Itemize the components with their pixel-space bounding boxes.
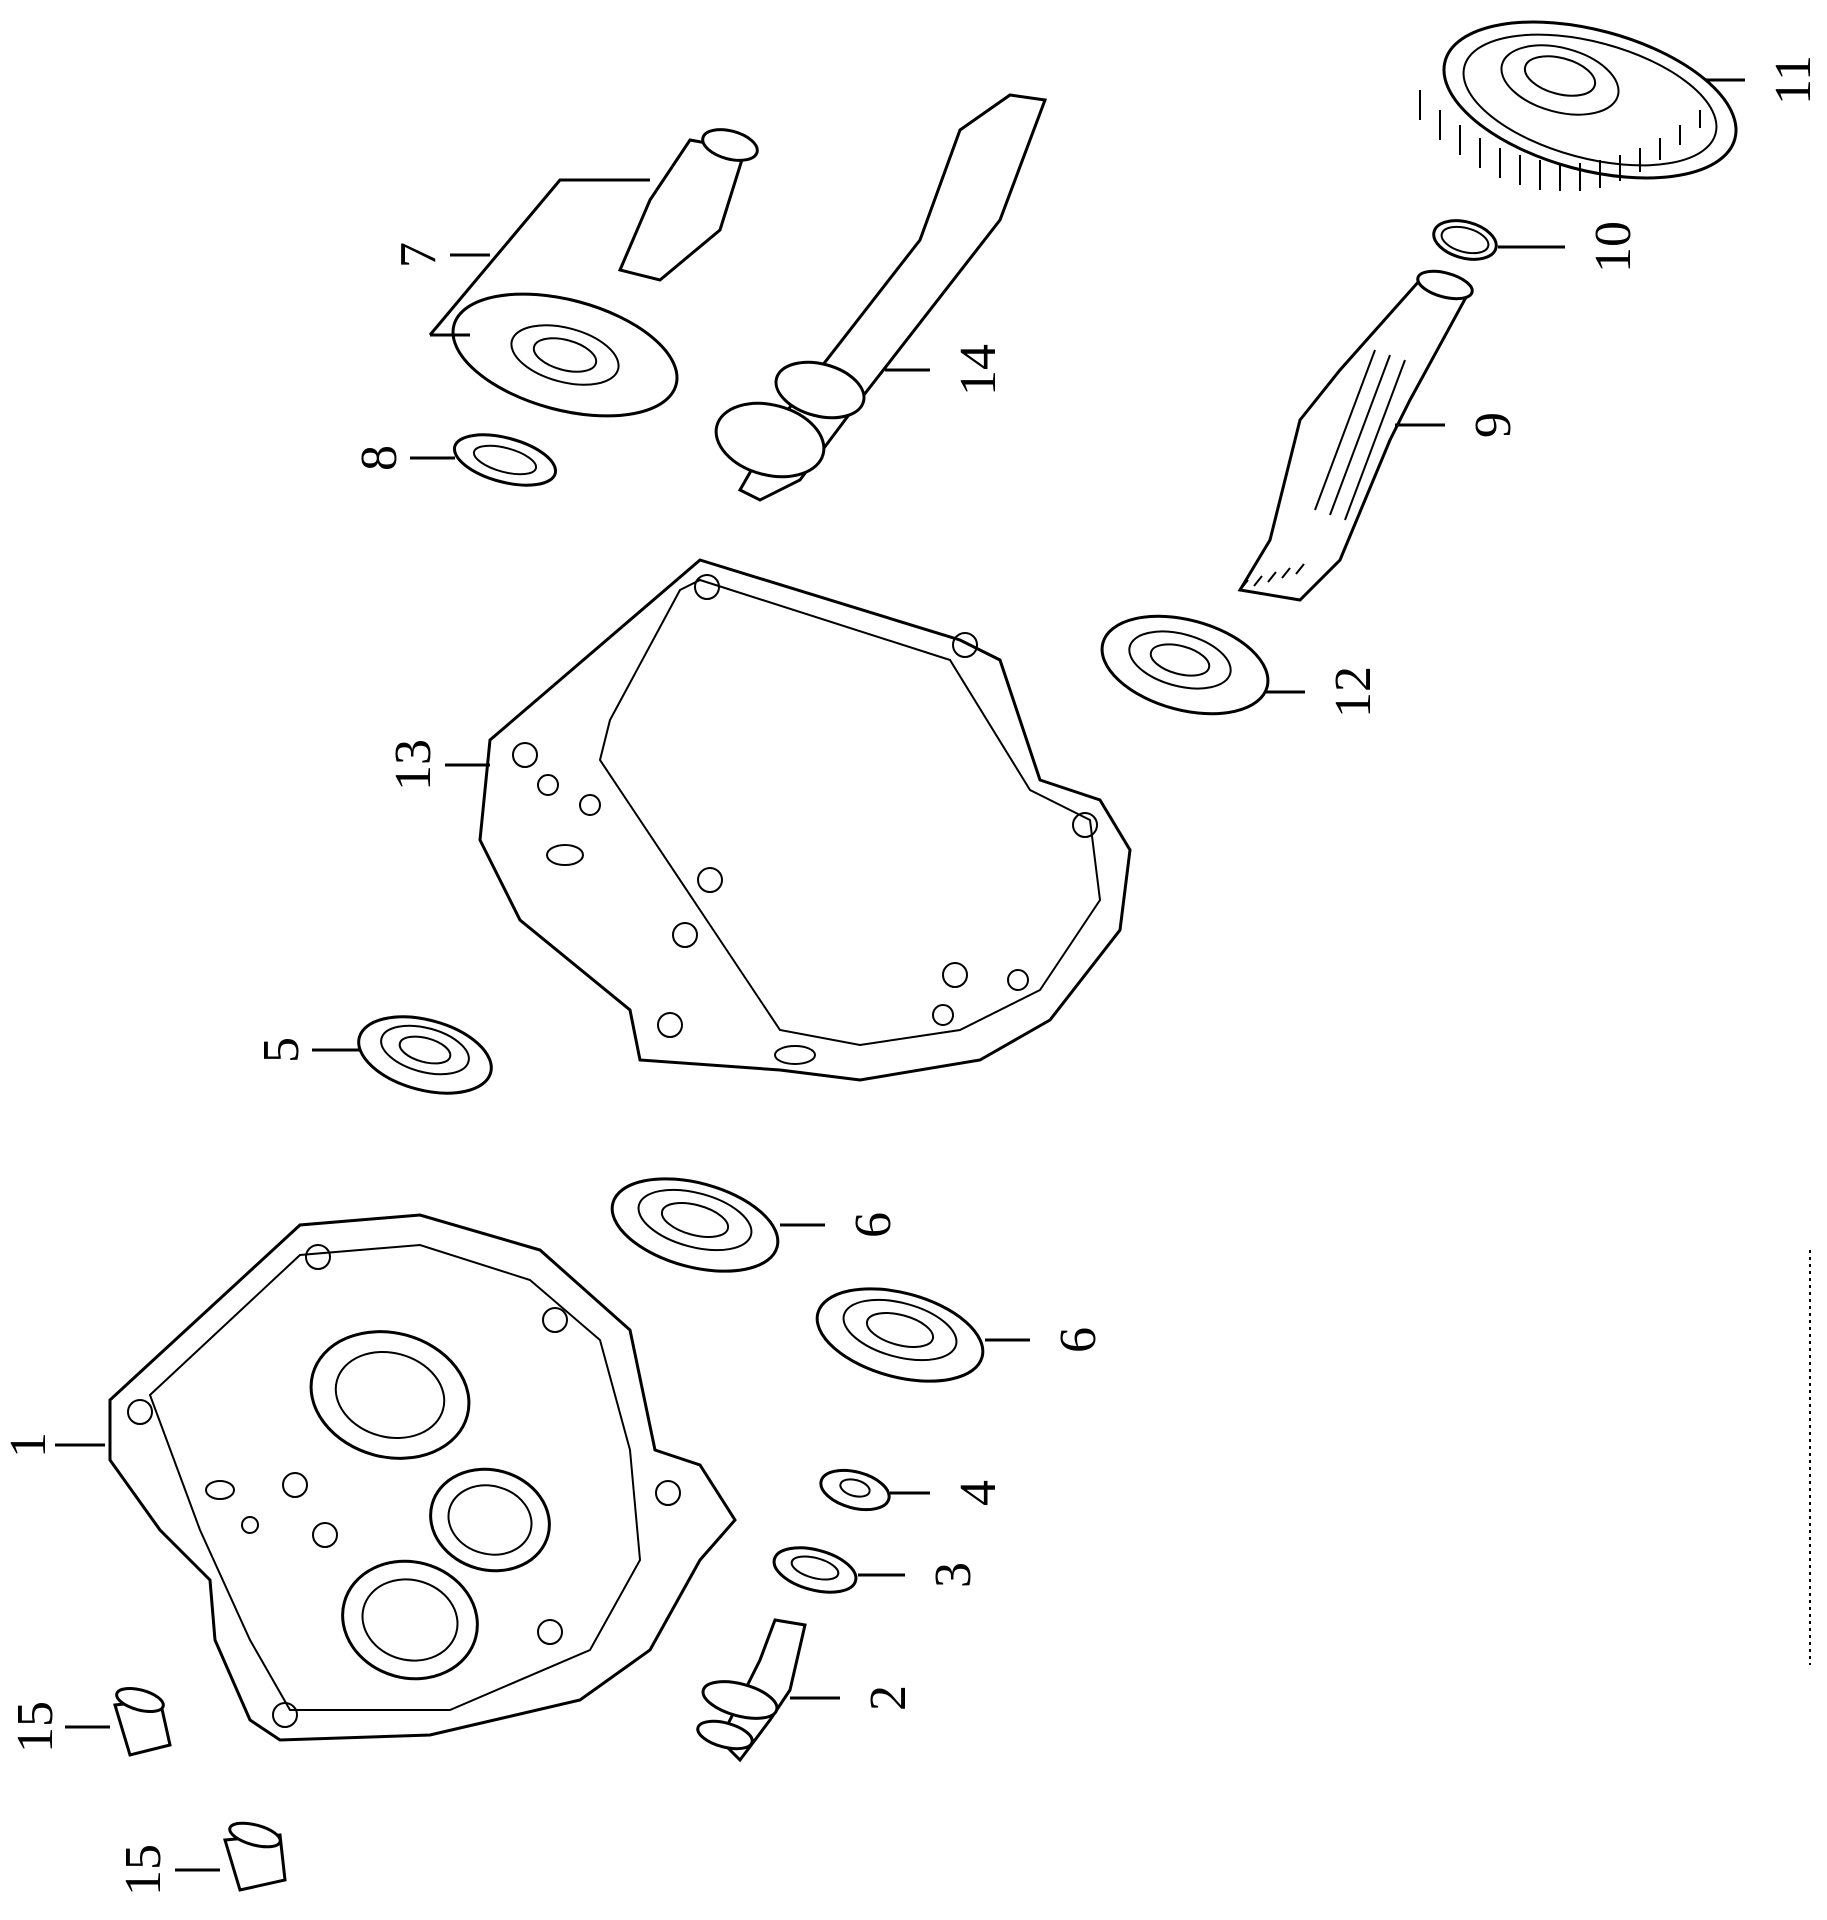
part-2-stud (696, 1618, 807, 1763)
callout-11: 11 (1765, 55, 1822, 105)
callout-9: 9 (1465, 412, 1522, 438)
part-6-bearing-upper (610, 1177, 780, 1273)
part-5-bearing (357, 1015, 493, 1095)
part-11-large-gear (1419, 20, 1738, 191)
callout-15b: 15 (115, 1844, 172, 1896)
callout-10: 10 (1585, 221, 1642, 273)
callout-4: 4 (950, 1480, 1007, 1506)
callout-13: 13 (385, 739, 442, 791)
part-14-countershaft (714, 93, 1048, 502)
callout-2: 2 (860, 1685, 917, 1711)
callout-6b: 6 (1050, 1327, 1107, 1353)
callout-7: 7 (390, 242, 447, 268)
part-15-dowel-upper (113, 1687, 172, 1757)
part-8-washer (452, 433, 558, 487)
part-4-nut (819, 1468, 891, 1512)
callout-1: 1 (0, 1432, 57, 1458)
callout-8: 8 (351, 445, 408, 471)
part-12-bearing (1100, 614, 1270, 716)
callout-6a: 6 (845, 1212, 902, 1238)
part-13-gasket (478, 558, 1132, 1082)
callout-14: 14 (950, 344, 1007, 396)
part-15-dowel-lower (223, 1821, 287, 1892)
callout-3: 3 (925, 1562, 982, 1588)
part-7-gear-pinion (451, 128, 759, 418)
part-3-washer (772, 1546, 858, 1594)
callout-15a: 15 (7, 1701, 64, 1753)
part-6-bearing-lower (815, 1287, 985, 1383)
callout-5: 5 (253, 1037, 310, 1063)
part-1-housing (108, 1213, 737, 1742)
callout-12: 12 (1325, 666, 1382, 718)
part-10-circlip (1432, 219, 1498, 261)
part-9-shaft (1237, 269, 1474, 602)
